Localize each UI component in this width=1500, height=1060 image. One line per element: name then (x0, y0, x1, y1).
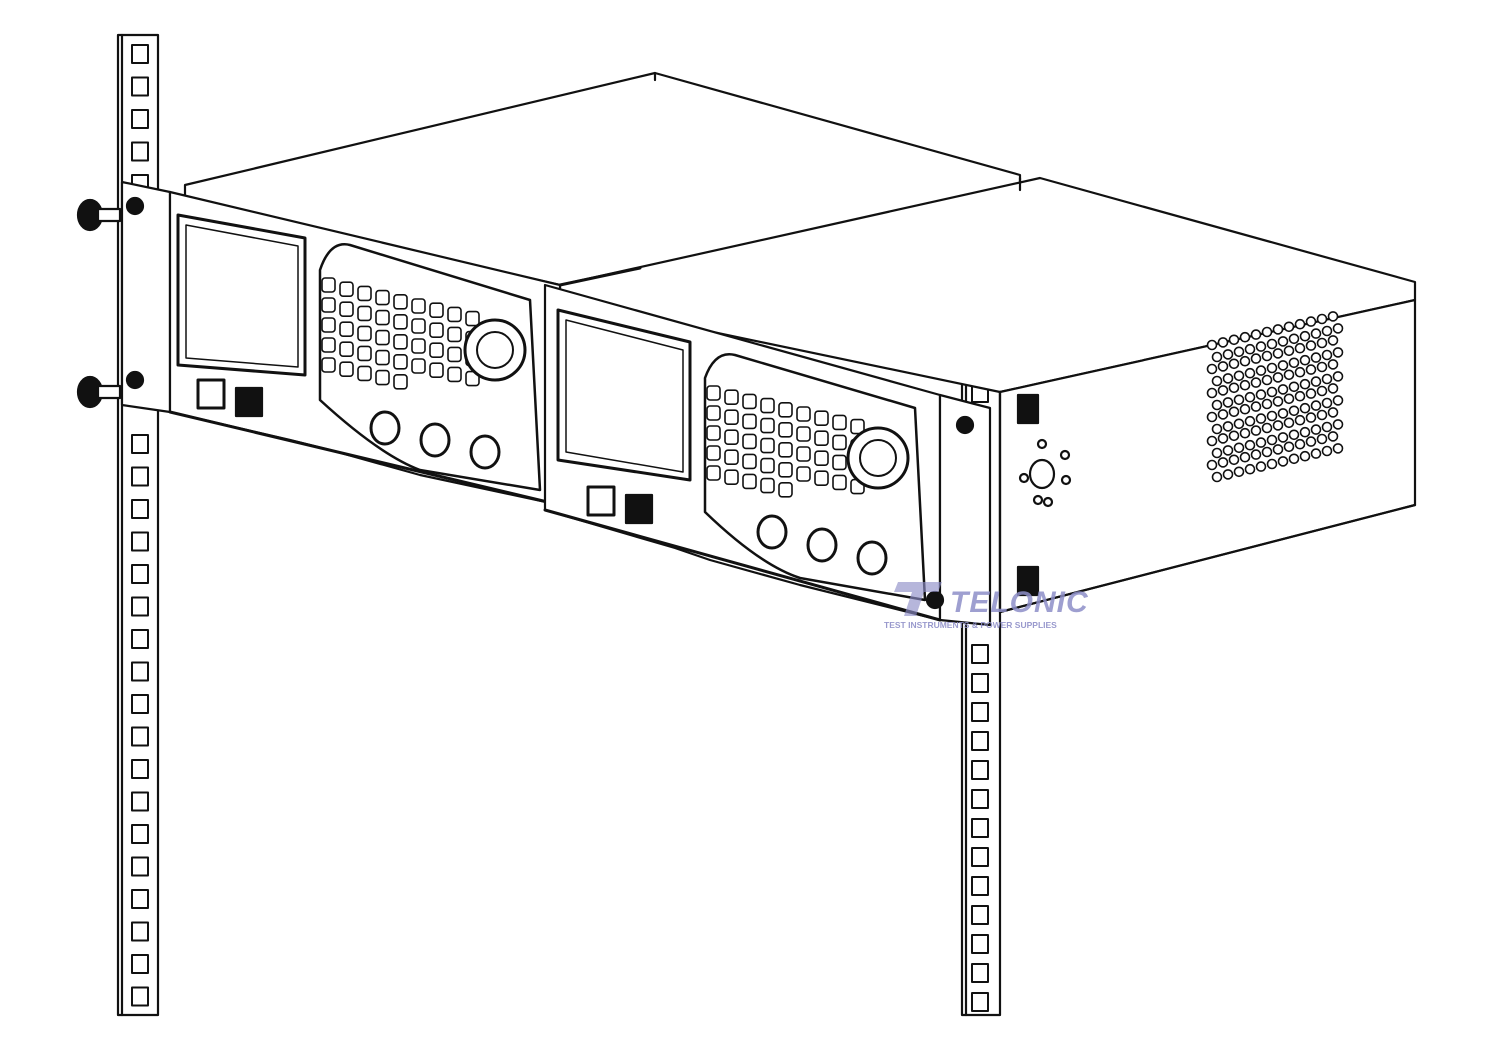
screw-icon (76, 196, 145, 232)
screw-icon (76, 370, 145, 409)
output-connector (756, 514, 788, 550)
output-connector (469, 434, 501, 470)
output-connector (419, 422, 451, 458)
rear-connectors (1016, 393, 1072, 597)
output-connector (806, 527, 838, 563)
vent-grille (1206, 311, 1344, 483)
instrument-right-front-panel (543, 283, 942, 622)
instrument-left-front-panel (168, 190, 562, 507)
output-connector (856, 540, 888, 576)
instrument-chassis (183, 71, 1417, 614)
output-connector (369, 410, 401, 446)
rack-bracket-left (76, 180, 172, 414)
